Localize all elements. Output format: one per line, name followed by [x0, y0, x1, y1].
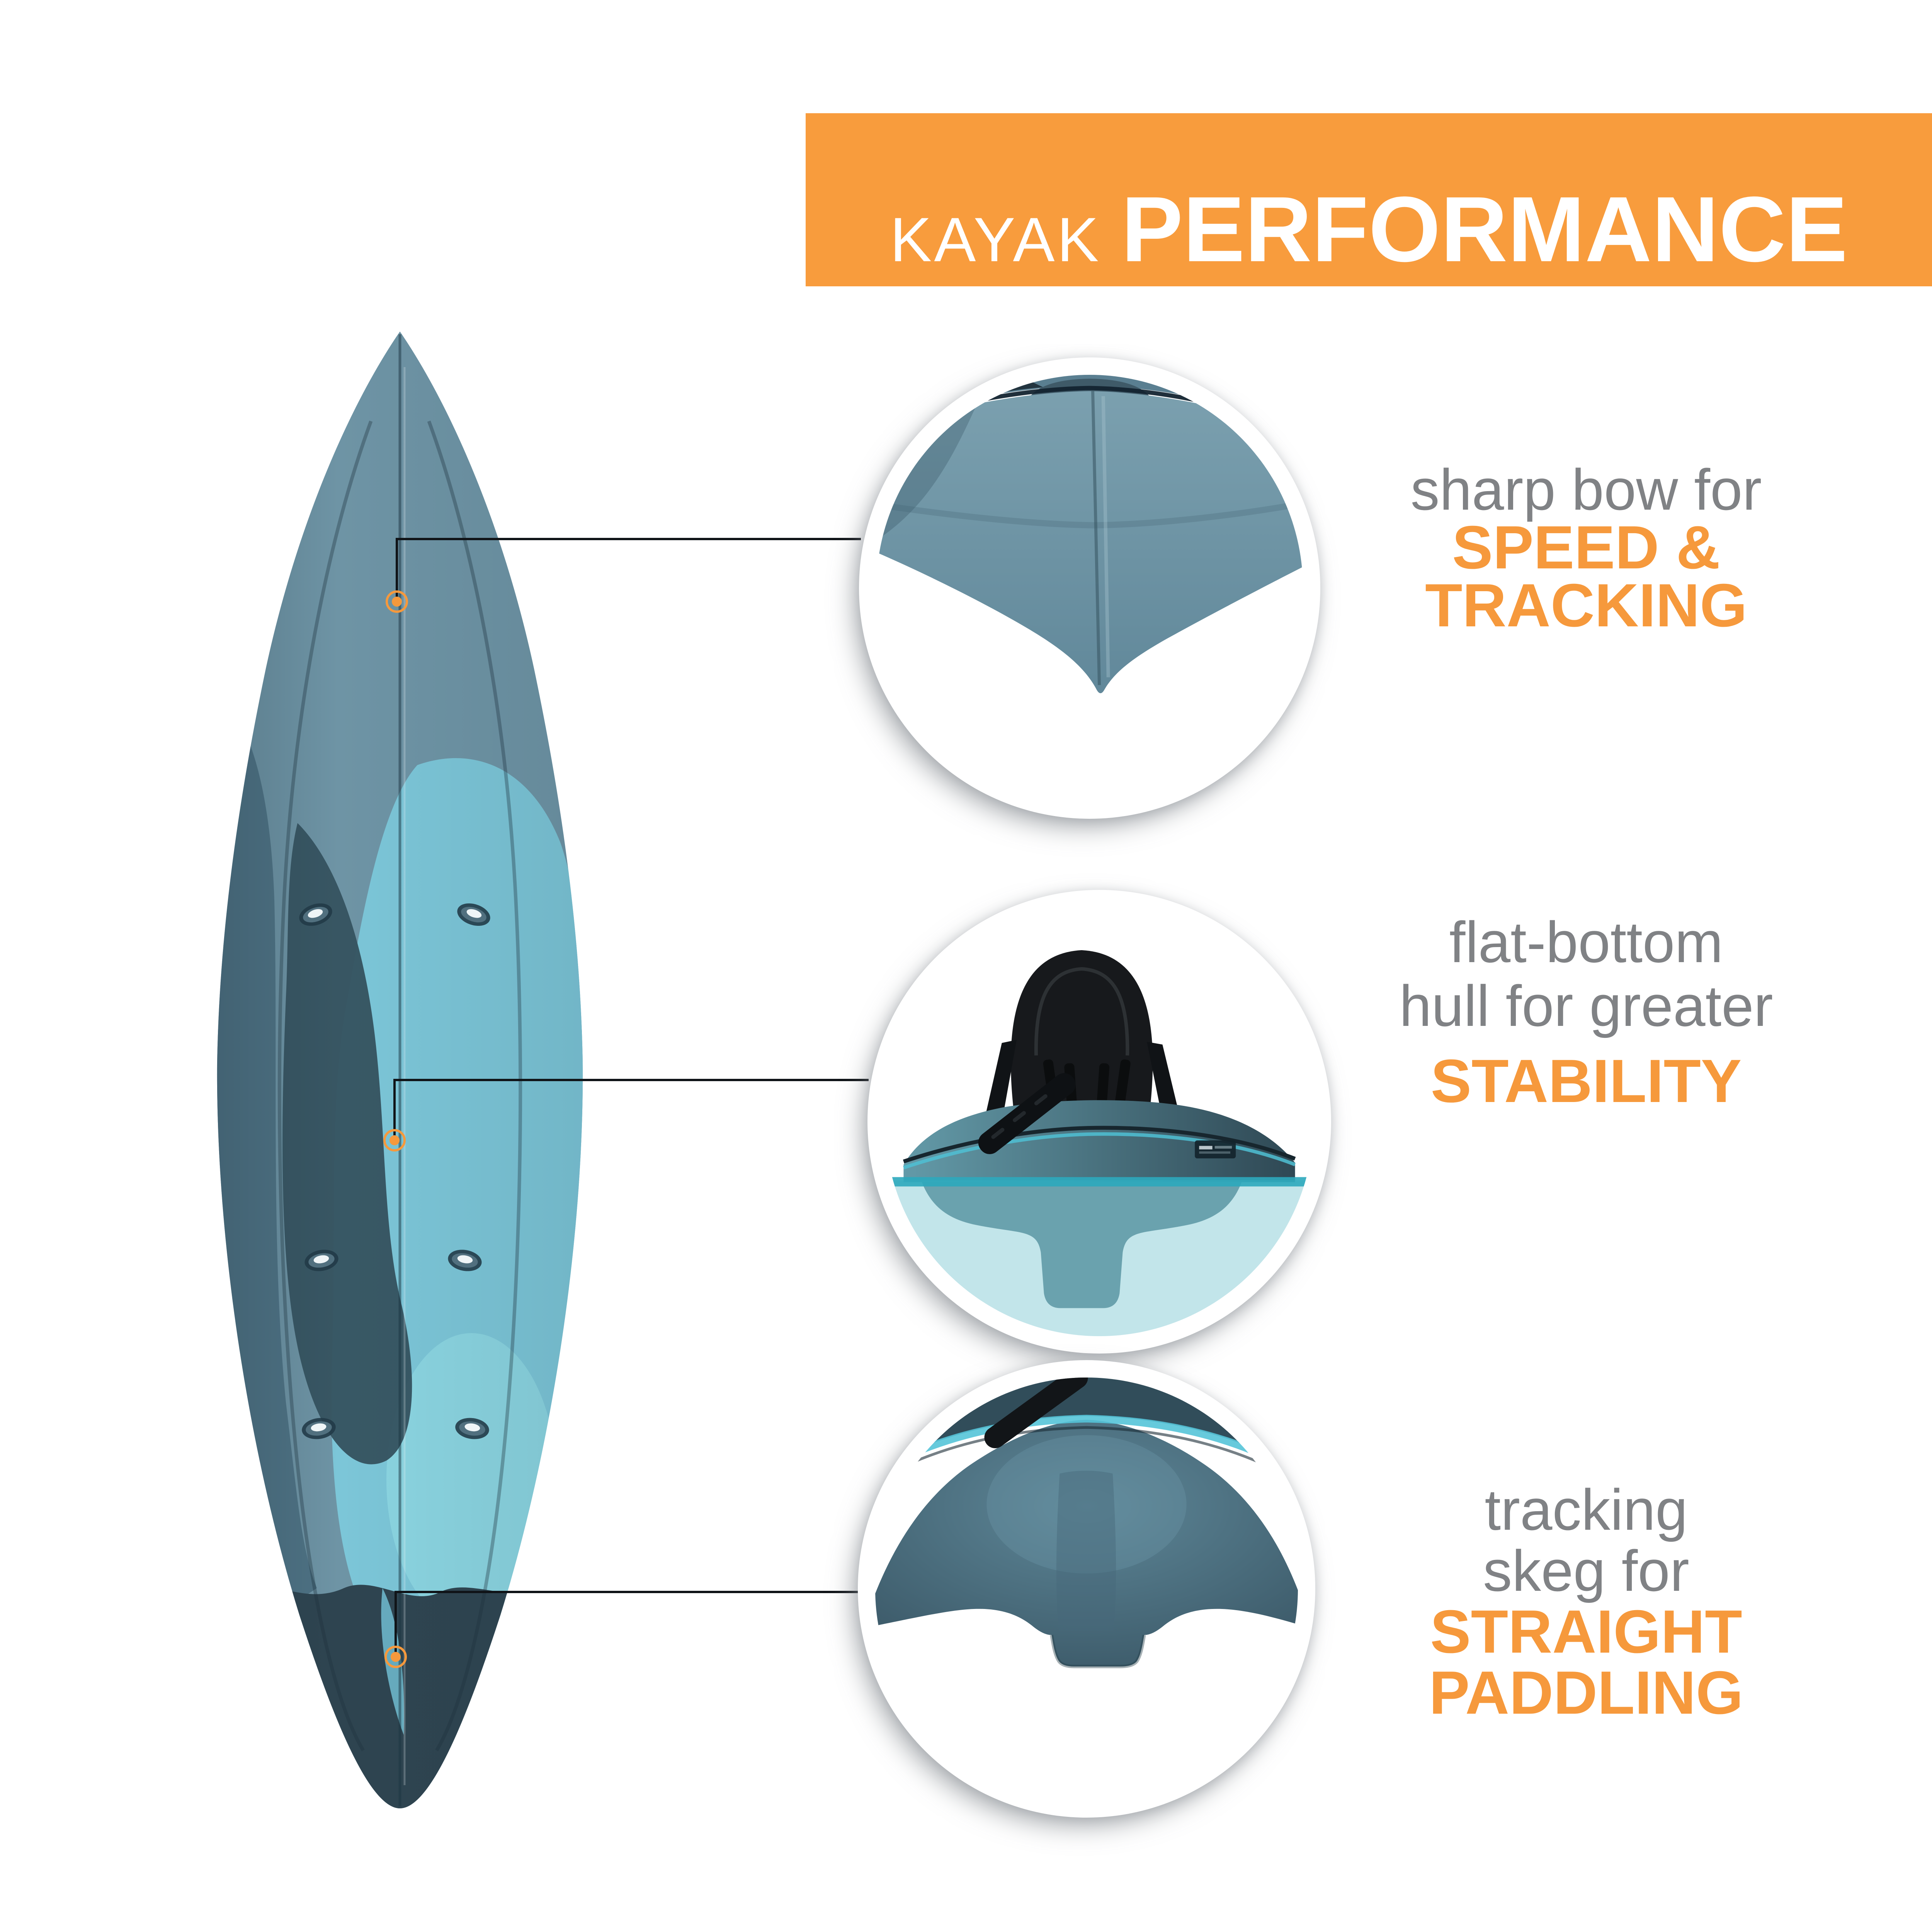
- kayak-top-view-illustration: [201, 321, 599, 1824]
- kayak-hull-top: [217, 332, 583, 1808]
- scupper-holes: [299, 903, 490, 1439]
- feature-label-skeg: tracking skeg for STRAIGHT PADDLING: [1331, 1479, 1841, 1723]
- header-banner: KAYAK PERFORMANCE: [806, 113, 1932, 286]
- feature-desc: flat-bottom: [1449, 910, 1723, 975]
- skeg-detail-circle: [858, 1360, 1315, 1818]
- feature-desc: tracking: [1485, 1477, 1688, 1542]
- feature-desc: sharp bow for: [1410, 457, 1762, 522]
- bow-detail-image: [876, 375, 1303, 801]
- skeg-detail-image: [875, 1378, 1298, 1800]
- grab-handle: [984, 1378, 1088, 1448]
- feature-label-bow: sharp bow for SPEED & TRACKING: [1331, 457, 1841, 639]
- feature-highlight: TRACKING: [1425, 571, 1747, 639]
- kayak-top-view-svg: [217, 332, 583, 1808]
- feature-highlight: STABILITY: [1430, 1047, 1742, 1115]
- feature-label-hull: flat-bottom hull for greater STABILITY: [1331, 910, 1841, 1115]
- feature-desc: skeg for: [1483, 1538, 1689, 1603]
- feature-highlight: PADDLING: [1429, 1659, 1743, 1727]
- hull-detail-circle: [867, 890, 1331, 1354]
- hull-detail-image: [885, 907, 1314, 1336]
- feature-highlight: SPEED &: [1452, 514, 1720, 582]
- feature-highlight: STRAIGHT: [1430, 1598, 1742, 1666]
- paddle-keeper: [978, 1073, 1076, 1154]
- feature-desc: hull for greater: [1399, 973, 1773, 1038]
- banner-kicker: KAYAK: [890, 205, 1101, 275]
- banner-title: PERFORMANCE: [1121, 177, 1848, 281]
- brand-badge: [1195, 1140, 1236, 1158]
- bow-detail-circle: [859, 357, 1320, 819]
